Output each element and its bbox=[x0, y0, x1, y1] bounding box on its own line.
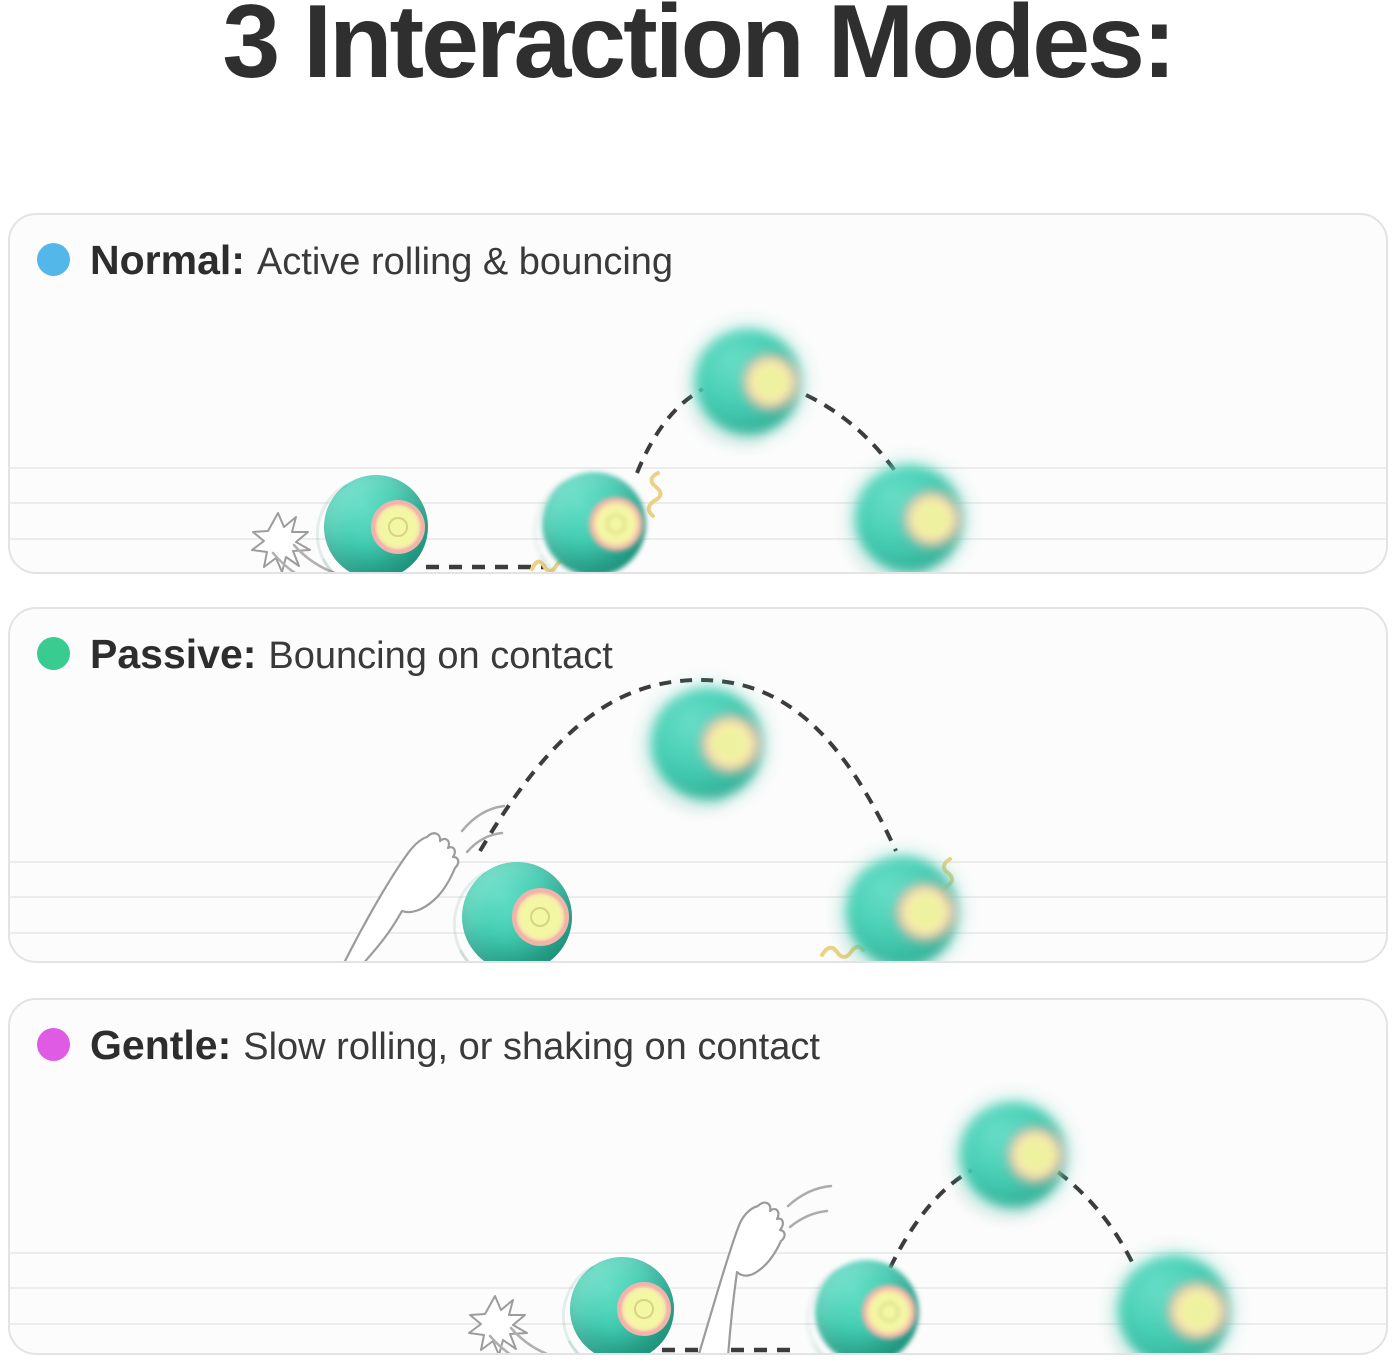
pet-ball-landing bbox=[846, 856, 958, 961]
mode-label: Gentle: bbox=[90, 1022, 232, 1068]
mode-header: Passive: Bouncing on contact bbox=[90, 631, 613, 679]
trajectory-illustration bbox=[468, 1168, 1134, 1353]
motion-lines bbox=[786, 1184, 833, 1208]
pet-ball bbox=[570, 1257, 674, 1353]
mode-description: Active rolling & bouncing bbox=[256, 241, 674, 283]
pet-ball-bouncing bbox=[960, 1102, 1066, 1208]
mode-header: Normal: Active rolling & bouncing bbox=[90, 237, 673, 285]
mode-dot-passive bbox=[37, 637, 70, 670]
floor-line bbox=[10, 1252, 1386, 1254]
mode-header: Gentle: Slow rolling, or shaking on conta… bbox=[90, 1022, 820, 1070]
floor-line bbox=[10, 502, 1386, 504]
paw-swipe-icon bbox=[251, 512, 311, 572]
pet-ball-landing bbox=[855, 465, 963, 572]
pet-ball-bouncing bbox=[695, 329, 801, 435]
mode-dot-gentle bbox=[37, 1028, 70, 1061]
ball-lens-light bbox=[903, 490, 960, 548]
motion-lines bbox=[460, 804, 506, 833]
mode-label: Normal: bbox=[90, 237, 245, 283]
motion-lines bbox=[788, 1209, 829, 1229]
trajectory-dash-arc bbox=[1056, 1170, 1134, 1263]
mode-description: Bouncing on contact bbox=[268, 635, 613, 677]
floor-line bbox=[10, 1287, 1386, 1289]
cat-paw-illustration bbox=[343, 832, 460, 961]
floor-line bbox=[10, 896, 1386, 898]
floor-line bbox=[10, 467, 1386, 469]
paw-swipe-icon bbox=[468, 1295, 528, 1353]
mode-panel-gentle: Gentle: Slow rolling, or shaking on conta… bbox=[8, 998, 1388, 1355]
pet-ball-moving bbox=[542, 472, 646, 572]
floor-line bbox=[10, 861, 1386, 863]
pet-ball bbox=[462, 862, 572, 961]
mode-panel-normal: Normal: Active rolling & bouncing bbox=[8, 213, 1388, 574]
ball-lens-light bbox=[861, 1284, 916, 1340]
mode-panel-passive: Passive: Bouncing on contact bbox=[8, 607, 1388, 963]
pet-ball-bouncing bbox=[651, 688, 763, 800]
ball-lens-light bbox=[896, 882, 955, 942]
pet-ball bbox=[324, 475, 428, 572]
ball-lens-light bbox=[701, 714, 760, 774]
pet-ball-moving bbox=[815, 1260, 919, 1353]
ball-lens-light bbox=[588, 496, 643, 552]
ball-lens-light bbox=[1007, 1127, 1063, 1183]
trajectory-dash-arc bbox=[888, 1168, 973, 1269]
mode-label: Passive: bbox=[90, 631, 257, 677]
trajectory-dash-arc bbox=[805, 393, 900, 477]
mode-description: Slow rolling, or shaking on contact bbox=[243, 1026, 820, 1068]
swoosh-line bbox=[509, 1326, 549, 1353]
ball-lens-light bbox=[370, 499, 425, 555]
floor-line bbox=[10, 1323, 1386, 1325]
ball-lens-light bbox=[511, 888, 569, 946]
swoosh-line bbox=[271, 551, 296, 572]
mode-dot-normal bbox=[37, 243, 70, 276]
motion-lines bbox=[465, 831, 504, 854]
swoosh-line bbox=[488, 1334, 511, 1353]
floor-line bbox=[10, 932, 1386, 934]
pet-ball-landing bbox=[1118, 1255, 1230, 1353]
floor-line bbox=[10, 538, 1386, 540]
ball-lens-light bbox=[742, 354, 798, 410]
ball-lens-light bbox=[616, 1281, 671, 1337]
ball-lens-light bbox=[1168, 1281, 1227, 1341]
impact-squiggle-icon bbox=[646, 471, 663, 518]
cat-paw-illustration bbox=[698, 1201, 786, 1353]
page-title: 3 Interaction Modes: bbox=[222, 0, 1176, 100]
